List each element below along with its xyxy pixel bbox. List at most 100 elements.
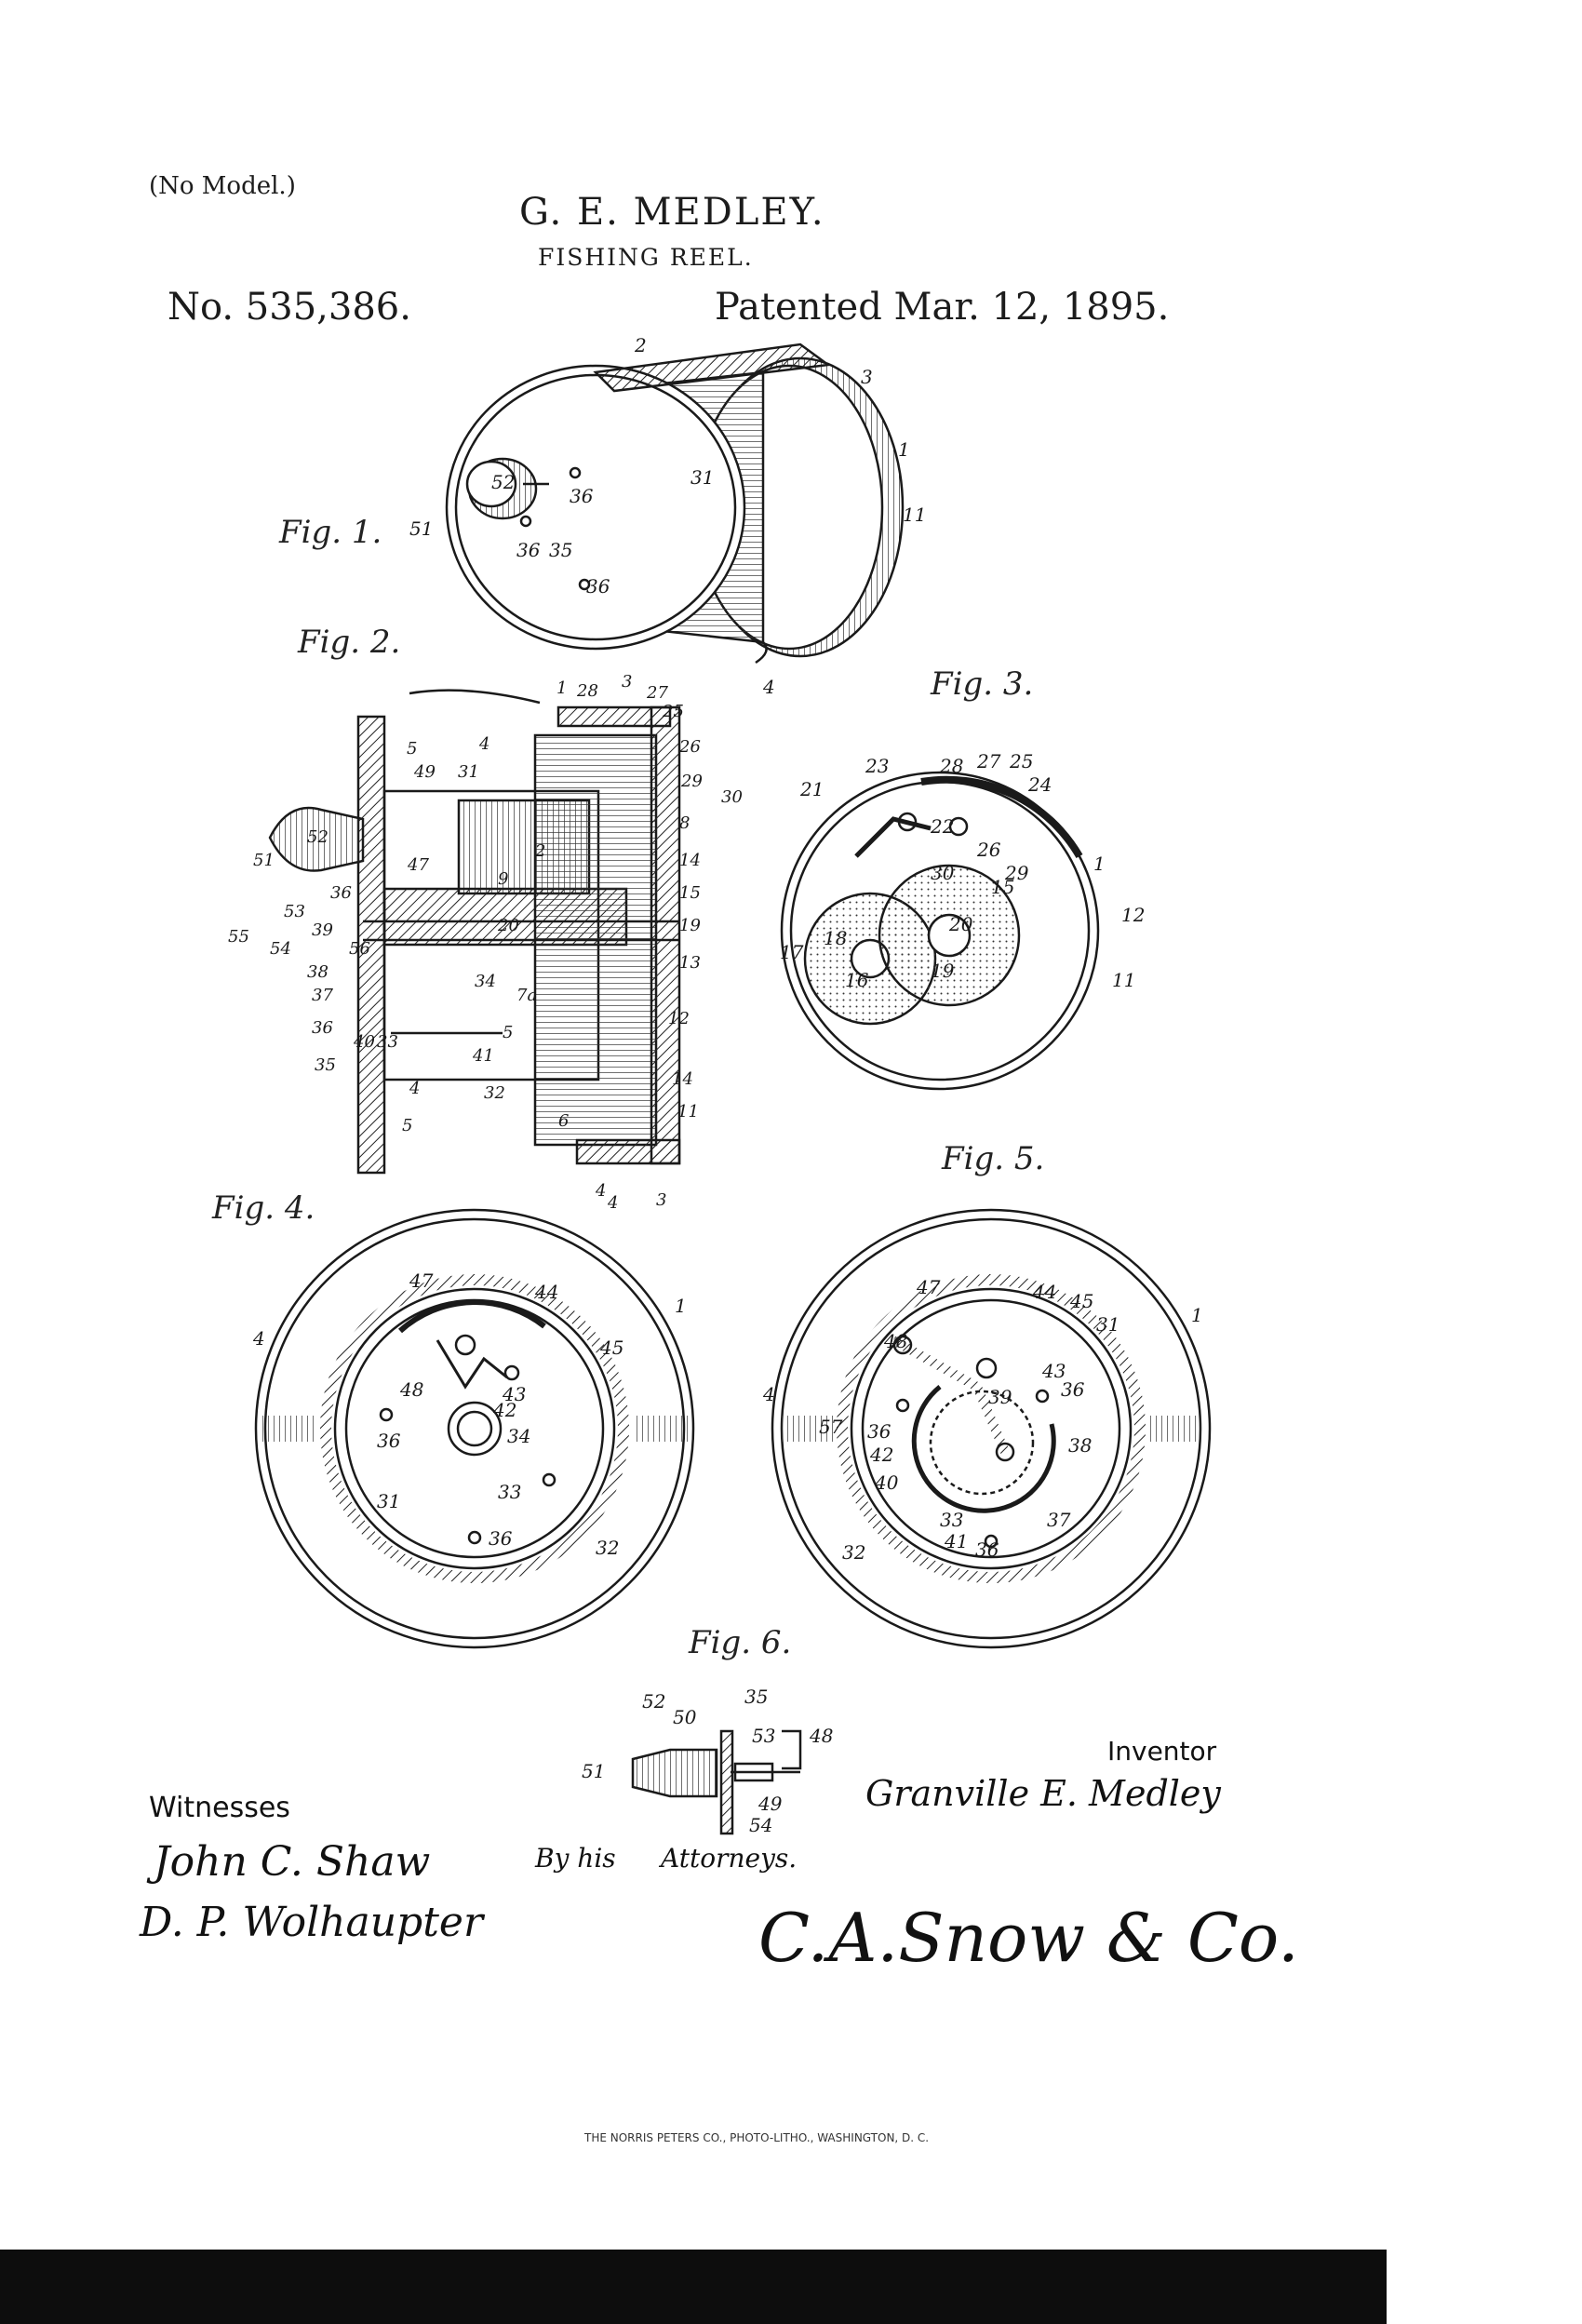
reference-numeral: 35 (315, 1055, 336, 1075)
reference-numeral: 15 (679, 883, 701, 903)
reference-numeral: 36 (489, 1527, 513, 1550)
reference-numeral: 5 (407, 739, 417, 759)
fig5-caption: Fig. 5. (942, 1140, 1045, 1177)
reference-numeral: 26 (678, 737, 701, 757)
reference-numeral: 55 (228, 927, 249, 947)
reference-numeral: 56 (349, 939, 370, 959)
fig1-drawing (445, 343, 905, 665)
reference-numeral: 40 (874, 1471, 899, 1494)
fig6-drawing (631, 1729, 802, 1835)
reference-numeral: 5 (402, 1116, 412, 1135)
model-note: (No Model.) (149, 172, 296, 200)
reference-numeral: 39 (988, 1386, 1012, 1408)
reference-numeral: 23 (865, 755, 889, 777)
fig3-labels: 23 28 27 25 24 21 22 26 29 30 15 1 12 18… (780, 750, 1145, 991)
fig4-caption: Fig. 4. (212, 1189, 315, 1227)
reference-numeral: 47 (916, 1276, 941, 1298)
fig5-labels: 47 44 45 31 1 48 43 36 39 38 57 36 42 40… (762, 1276, 1203, 1564)
reference-numeral: 18 (824, 927, 847, 949)
reference-numeral: 4 (409, 1079, 420, 1098)
reference-numeral: 28 (576, 681, 598, 701)
reference-numeral: 41 (944, 1530, 968, 1552)
reference-numeral: 48 (399, 1378, 423, 1401)
patent-date: Patented Mar. 12, 1895. (715, 286, 1170, 329)
reference-numeral: 19 (931, 960, 955, 982)
reference-numeral: 27 (646, 683, 668, 703)
reference-numeral: 42 (869, 1444, 893, 1466)
reference-numeral: 48 (809, 1725, 833, 1747)
fig6-caption: Fig. 6. (689, 1624, 792, 1661)
reference-numeral: 33 (940, 1509, 963, 1531)
printer-note: THE NORRIS PETERS CO., PHOTO-LITHO., WAS… (584, 2131, 930, 2144)
inventor-signature: Granville E. Medley (865, 1773, 1221, 1814)
reference-numeral: 20 (497, 916, 519, 935)
fig1-caption: Fig. 1. (279, 514, 382, 551)
reference-numeral: 34 (475, 972, 496, 991)
reference-numeral: 43 (502, 1383, 526, 1405)
reference-numeral: 9 (498, 869, 508, 889)
reference-numeral: 14 (679, 851, 701, 870)
reference-numeral: 36 (1061, 1378, 1085, 1401)
reference-numeral: 54 (749, 1814, 772, 1836)
reference-numeral: 11 (903, 504, 926, 526)
reference-numeral: 45 (599, 1337, 623, 1359)
reference-numeral: 1 (1191, 1304, 1203, 1326)
reference-numeral: 53 (284, 902, 305, 921)
reference-numeral: 29 (1004, 862, 1029, 884)
fig3-drawing (780, 771, 1100, 1091)
fig2-caption: Fig. 2. (298, 624, 401, 661)
reference-numeral: 32 (842, 1541, 865, 1564)
invention-title: FISHING REEL. (538, 244, 754, 271)
reference-numeral: 12 (1121, 904, 1145, 926)
reference-numeral: 3 (861, 366, 873, 388)
reference-numeral: 33 (377, 1032, 398, 1052)
reference-numeral: 25 (1009, 750, 1033, 772)
reference-numeral: 45 (1069, 1290, 1093, 1312)
reference-numeral: 54 (270, 939, 291, 959)
reference-numeral: 2 (534, 841, 545, 861)
reference-numeral: 16 (845, 969, 869, 991)
reference-numeral: 30 (931, 862, 955, 884)
reference-numeral: 50 (673, 1706, 697, 1728)
reference-numeral: 34 (507, 1425, 530, 1447)
reference-numeral: 26 (976, 839, 1001, 861)
reference-numeral: 33 (498, 1481, 521, 1503)
reference-numeral: 36 (330, 883, 352, 903)
reference-numeral: 42 (492, 1399, 516, 1421)
reference-numeral: 12 (668, 1009, 690, 1028)
fig1-labels: 2 3 1 11 31 36 52 51 36 35 36 4 (409, 334, 926, 698)
reference-numeral: 44 (1032, 1281, 1056, 1303)
reference-numeral: 31 (377, 1490, 400, 1512)
witness-signature-2: D. P. Wolhaupter (140, 1899, 483, 1946)
reference-numeral: 4 (478, 734, 489, 754)
inventor-header: G. E. MEDLEY. (519, 191, 825, 234)
reference-numeral: 7a (516, 986, 537, 1005)
fig2-labels: 1 28 3 27 25 26 29 30 8 14 15 19 13 12 1… (228, 672, 743, 1213)
reference-numeral: 4 (252, 1327, 265, 1350)
reference-numeral: 14 (672, 1069, 693, 1089)
inventor-label: Inventor (1107, 1736, 1217, 1767)
reference-numeral: 40 (353, 1032, 375, 1052)
reference-numeral: 25 (662, 702, 684, 721)
reference-numeral: 1 (1093, 853, 1106, 875)
reference-numeral: 31 (458, 762, 479, 782)
reference-numeral: 52 (491, 471, 515, 493)
patent-number: No. 535,386. (168, 286, 411, 329)
reference-numeral: 22 (930, 815, 954, 838)
reference-numeral: 15 (991, 876, 1014, 898)
fig5-drawing (771, 1208, 1212, 1649)
reference-numeral: 1 (898, 438, 910, 461)
reference-numeral: 24 (1027, 773, 1052, 796)
reference-numeral: 8 (679, 813, 690, 833)
reference-numeral: 36 (377, 1430, 401, 1452)
reference-numeral: 51 (409, 517, 433, 540)
reference-numeral: 28 (939, 755, 963, 777)
reference-numeral: 20 (948, 913, 973, 935)
scan-edge-bar (0, 2250, 1387, 2324)
reference-numeral: 4 (595, 1181, 606, 1201)
reference-numeral: 31 (1096, 1313, 1119, 1336)
reference-numeral: 1 (556, 678, 567, 698)
reference-numeral: 29 (680, 772, 703, 791)
reference-numeral: 53 (752, 1725, 775, 1747)
